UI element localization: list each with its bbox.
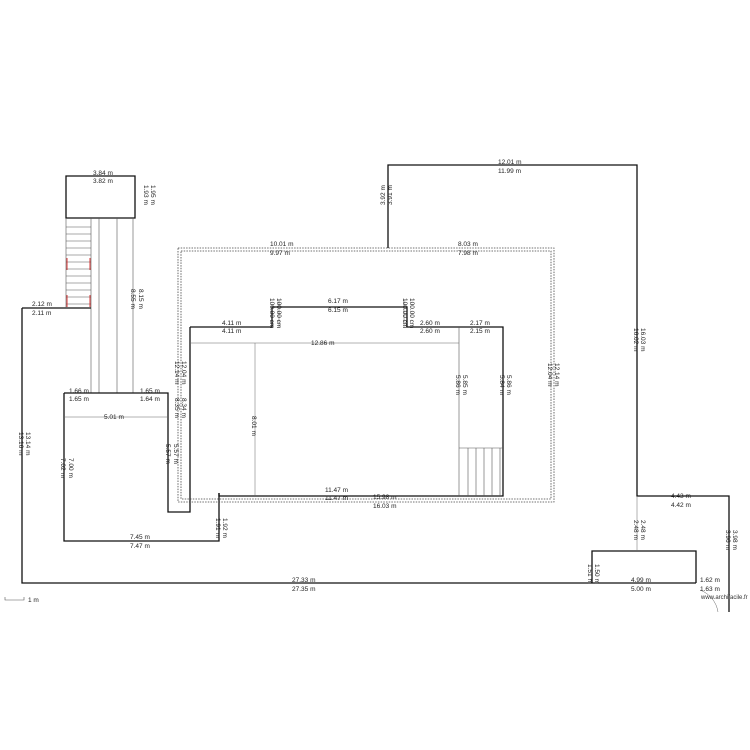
- dimension-label: 2.15 m: [470, 328, 490, 335]
- dimension-label: 12.01 m: [498, 159, 522, 166]
- dimension-label: 7.02 m: [59, 458, 66, 478]
- dimension-label: 1.92 m: [221, 518, 228, 538]
- dimension-label: 12.86 m: [311, 340, 335, 347]
- dimension-label: 100.00 cm: [408, 298, 415, 328]
- dimension-label: 5.57 m: [164, 444, 171, 464]
- dimension-label: 12.04 m: [180, 361, 187, 385]
- dimension-label: 1.51 m: [586, 564, 593, 584]
- stair-room-wall: [65, 175, 136, 219]
- dimension-label: 12.14 m: [173, 361, 180, 385]
- watermark: www.archifacile.fr: [700, 595, 748, 601]
- dimension-label: 3.96 m: [724, 530, 731, 550]
- dimension-label: 7.00 m: [67, 458, 74, 478]
- dimension-label: 11.99 m: [498, 168, 521, 175]
- dimension-label: 11.47 m: [325, 487, 348, 494]
- dimension-labels: 3.84 m 3.82 m 1.93 m 1.95 m 2.12 m 2.11 …: [17, 159, 738, 593]
- dimension-label: 8.34 m: [180, 398, 187, 418]
- dimension-label: 4.11 m: [222, 328, 241, 335]
- dimension-label: 1.62 m: [700, 577, 720, 584]
- dimension-label: 7.47 m: [130, 543, 150, 550]
- dimension-label: 100.00 cm: [275, 298, 282, 328]
- dimension-label: 16.03 m: [373, 503, 397, 510]
- dimension-guides: [64, 300, 719, 613]
- scale-label: 1 m: [28, 597, 39, 604]
- walls: [21, 164, 730, 612]
- dimension-label: 27.33 m: [292, 577, 316, 584]
- dimension-label: 8.55 m: [129, 289, 136, 309]
- dimension-label: 8.35 m: [173, 398, 180, 418]
- dimension-label: 2.48 m: [639, 520, 646, 540]
- dimension-label: 2.60 m: [420, 328, 440, 335]
- right-annex-wall: [387, 164, 730, 612]
- dimension-label: 1.93 m: [142, 185, 149, 205]
- dimension-label: 7.98 m: [458, 250, 478, 257]
- dimension-label: 16.03 m: [639, 328, 646, 352]
- dimension-label: 4.99 m: [631, 577, 651, 584]
- dimension-label: 9.97 m: [270, 250, 290, 257]
- dimension-label: 5.86 m: [505, 375, 512, 395]
- lower-right-block-wall: [591, 550, 697, 583]
- dimension-label: 5.01 m: [104, 414, 124, 421]
- dimension-label: 3.82 m: [93, 178, 113, 185]
- dimension-label: 100.00 cm: [401, 298, 408, 328]
- dimension-label: 5.57 m: [172, 444, 179, 464]
- stairs-right: [459, 447, 503, 496]
- dimension-label: 3.92 m: [380, 185, 387, 205]
- dimension-label: 3.91 m: [387, 185, 394, 205]
- dimension-label: 4.11 m: [222, 320, 241, 327]
- dimension-label: 3.98 m: [731, 530, 738, 550]
- outer-boundary-wall: [21, 307, 696, 584]
- dimension-label: 2.12 m: [32, 301, 52, 308]
- dimension-label: 1.91 m: [214, 518, 221, 538]
- interior-wall: [189, 306, 504, 497]
- dimension-label: 1.95 m: [149, 185, 156, 205]
- dimension-label: 27.35 m: [292, 586, 316, 593]
- dimension-label: 6.17 m: [328, 298, 348, 305]
- dimension-label: 15.98 m: [373, 494, 397, 501]
- dimension-label: 12.14 m: [553, 363, 560, 387]
- dimension-label: 1.66 m: [69, 388, 89, 395]
- dimension-label: 5.85 m: [461, 375, 468, 395]
- scale-bar: 1 m: [4, 597, 39, 604]
- dimension-label: 13.16 m: [17, 432, 24, 456]
- dimension-label: 2.48 m: [632, 520, 639, 540]
- dimension-label: 5.86 m: [454, 375, 461, 395]
- dimension-label: 1.64 m: [140, 396, 160, 403]
- dimension-label: 5.84 m: [498, 375, 505, 395]
- dimension-label: 1.65 m: [140, 388, 160, 395]
- dimension-label: 2.17 m: [470, 320, 490, 327]
- house-outline-inner: [180, 250, 552, 500]
- dimension-label: 7.45 m: [130, 534, 150, 541]
- dimension-label: 12.04 m: [546, 363, 553, 387]
- dimension-label: 2.60 m: [420, 320, 440, 327]
- dimension-label: 8.03 m: [458, 241, 478, 248]
- dimension-label: 4.42 m: [671, 502, 691, 509]
- dimension-label: 3.84 m: [93, 170, 113, 177]
- dimension-label: 1.65 m: [69, 396, 89, 403]
- dimension-label: 11.47 m: [325, 495, 348, 502]
- dimension-label: 4.43 m: [671, 493, 691, 500]
- dimension-label: 2.11 m: [32, 310, 51, 317]
- dimension-label: 8.01 m: [250, 416, 257, 436]
- dimension-label: 16.02 m: [632, 328, 639, 352]
- left-room-wall: [63, 392, 220, 542]
- dimension-label: 1.63 m: [700, 586, 720, 593]
- dimension-label: 5.00 m: [631, 586, 651, 593]
- dimension-label: 6.15 m: [328, 307, 348, 314]
- house-outline-outer: [177, 247, 555, 503]
- dimension-label: 100.00 cm: [268, 298, 275, 328]
- dimension-label: 10.01 m: [270, 241, 294, 248]
- dimension-label: 8.15 m: [137, 289, 144, 309]
- stairs-left: [65, 218, 91, 308]
- dimension-label: 13.14 m: [24, 432, 31, 456]
- dimension-label: 1.50 m: [593, 564, 600, 584]
